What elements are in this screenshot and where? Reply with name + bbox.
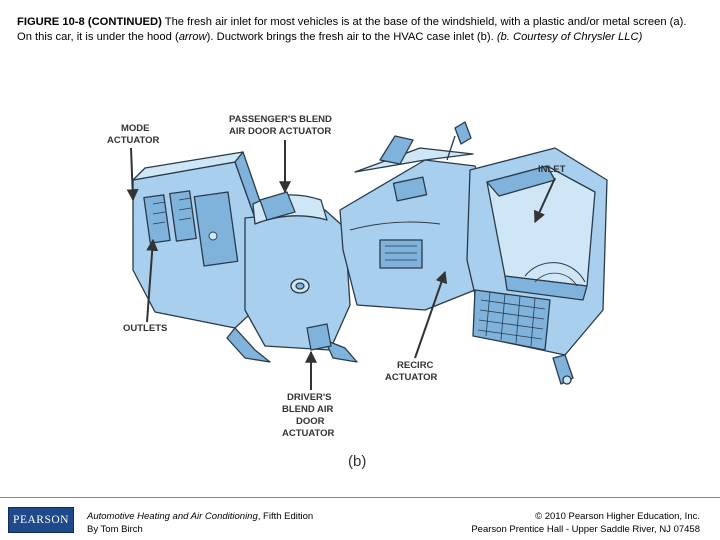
pearson-logo-text: PEARSON: [13, 514, 69, 526]
label-outlets: OUTLETS: [123, 323, 167, 334]
label-mode-2: ACTUATOR: [107, 135, 160, 146]
label-passenger-1: PASSENGER'S BLEND: [229, 114, 332, 125]
right-housing: [446, 121, 608, 385]
label-driver-2: BLEND AIR: [282, 404, 334, 415]
caption-text-2: ). Ductwork brings the fresh air to the …: [206, 31, 497, 43]
book-title: Automotive Heating and Air Conditioning: [87, 511, 258, 522]
figure-number: FIGURE 10-8 (CONTINUED): [17, 16, 162, 28]
center-housing: [339, 135, 491, 311]
label-mode-1: MODE: [121, 123, 150, 134]
copyright-notice: © 2010 Pearson Higher Education, Inc. Pe…: [471, 510, 700, 536]
copyright-line-1: © 2010 Pearson Higher Education, Inc.: [535, 511, 700, 522]
arrow-recirc: [414, 270, 448, 359]
figure-letter: (b): [348, 453, 367, 470]
pearson-logo: PEARSON: [8, 507, 74, 533]
driver-actuator-part: [306, 323, 332, 351]
footer-divider: [0, 497, 720, 498]
label-passenger-2: AIR DOOR ACTUATOR: [229, 126, 331, 137]
hvac-case-drawing: MODE ACTUATOR PASSENGER'S BLEND AIR DOOR…: [107, 114, 608, 439]
left-housing: [132, 151, 266, 329]
book-credit: Automotive Heating and Air Conditioning,…: [87, 510, 313, 536]
caption-text-1: The fresh air inlet for most vehicles is…: [17, 16, 687, 43]
book-author: By Tom Birch: [87, 524, 143, 535]
caption-arrow-word: arrow: [178, 31, 207, 43]
copyright-line-2: Pearson Prentice Hall - Upper Saddle Riv…: [471, 524, 700, 535]
label-driver-4: ACTUATOR: [282, 428, 335, 439]
middle-housing: [226, 194, 358, 363]
label-recirc-1: RECIRC: [397, 360, 434, 371]
caption-courtesy: (b. Courtesy of Chrysler LLC): [496, 31, 643, 43]
label-driver-3: DOOR: [296, 416, 325, 427]
arrow-outlets: [146, 238, 159, 323]
passenger-actuator-part: [259, 191, 296, 221]
arrow-inlet: [534, 177, 556, 224]
book-edition: , Fifth Edition: [257, 511, 314, 522]
hvac-case-illustration: MODE ACTUATOR PASSENGER'S BLEND AIR DOOR…: [95, 100, 635, 480]
label-driver-1: DRIVER'S: [287, 392, 332, 403]
label-recirc-2: ACTUATOR: [385, 372, 438, 383]
figure-caption: FIGURE 10-8 (CONTINUED) The fresh air in…: [17, 15, 703, 45]
label-inlet: INLET: [538, 164, 566, 175]
arrow-mode: [126, 147, 139, 202]
